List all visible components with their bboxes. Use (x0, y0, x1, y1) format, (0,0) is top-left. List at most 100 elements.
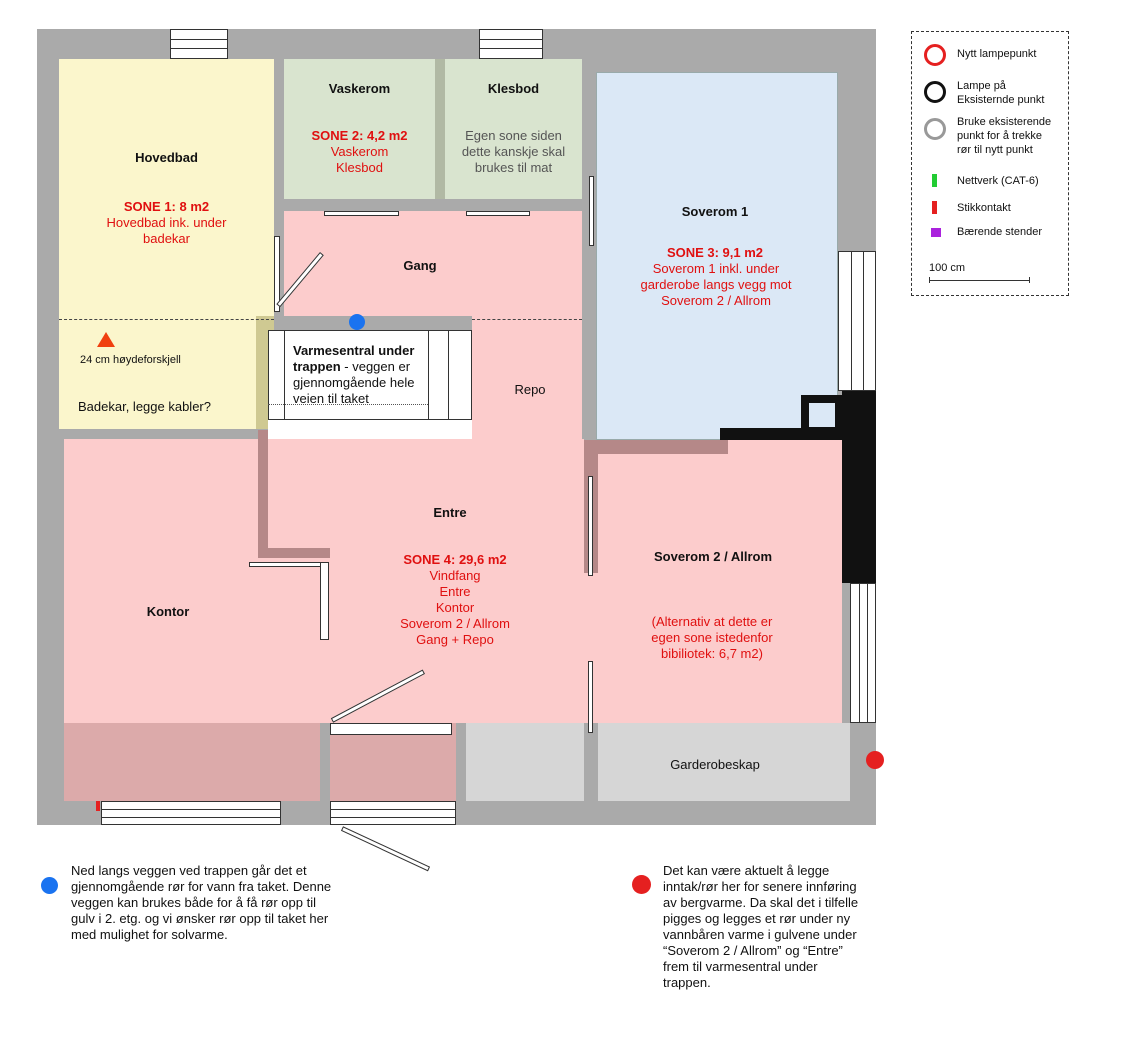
note-red-line: trappen. (663, 975, 711, 990)
door-kontor-side (320, 562, 329, 640)
height-warning-icon (97, 332, 115, 347)
legend-studs-icon (931, 228, 941, 237)
stair-top-wall (274, 316, 472, 330)
klesbod-desc-3: brukes til mat (474, 160, 553, 175)
note-red-line: vannbåren varme i gulvene under (663, 927, 857, 942)
legend-scale-label: 100 cm (929, 262, 966, 274)
zone-1-label: SONE 1: 8 m2 (123, 199, 210, 214)
room-gang (284, 211, 582, 316)
window-right-top (838, 251, 876, 391)
legend-outlet: Stikkontakt (957, 202, 1011, 214)
soverom-2-alt-3: bibiliotek: 6,7 m2) (661, 646, 763, 661)
zone-3-desc-3: Soverom 2 / Allrom (661, 293, 771, 308)
door-kontor-top (249, 562, 323, 567)
label-kontor: Kontor (146, 604, 190, 619)
zone-4-desc-3: Kontor (435, 600, 475, 615)
zone-4-desc-1: Vindfang (429, 568, 481, 583)
note-red-line: inntak/rør her for senere innføring (663, 879, 857, 894)
legend-reuse-2: punkt for å trekke (957, 130, 1042, 142)
legend-scale-bar (929, 280, 1029, 281)
dashed-line (59, 319, 274, 320)
room-kontor-bottom (64, 723, 320, 801)
klesbod-desc-1: Egen sone siden (465, 128, 562, 143)
note-blue: Ned langs veggen ved trappen går det et … (71, 863, 371, 943)
room-hovedbad (59, 59, 274, 429)
note-red-line: frem til varmesentral under (663, 959, 818, 974)
label-garderobe: Garderobeskap (670, 757, 760, 772)
varmesentral-bold-1: Varmesentral under (293, 343, 415, 358)
note-blue-line: veggen kan brukes både for å få rør opp … (71, 895, 316, 910)
legend-network-icon (932, 174, 937, 187)
door-soverom2-lower (588, 661, 593, 733)
note-blue-line: gjennomgående rør for vann fra taket. De… (71, 879, 332, 894)
legend-scale-tick-r (1029, 277, 1030, 283)
varmesentral-bold-2: trappen (293, 359, 341, 374)
window-right-bottom (850, 583, 876, 723)
label-entre: Entre (433, 505, 467, 520)
note-blue-line: gulv i 2. etg. og vi ønsker rør opp til … (71, 911, 329, 926)
room-klesbod (445, 59, 582, 199)
note-blue-line: med mulighet for solvarme. (71, 927, 228, 942)
red-intake-dot (866, 751, 884, 769)
window-top-mid (479, 29, 543, 59)
klesbod-desc-2: dette kanskje skal (461, 144, 566, 159)
varmesentral-rest-1: - veggen er (340, 359, 411, 374)
door-hovedbad (274, 236, 280, 312)
stair-landing (268, 420, 472, 439)
wall-black-right (842, 391, 876, 583)
zone-4-desc-5: Gang + Repo (416, 632, 494, 647)
label-hovedbad: Hovedbad (135, 150, 198, 165)
floor-plan (37, 29, 884, 872)
soverom-2-alt-2: egen sone istedenfor (651, 630, 773, 645)
room-soverom-2 (584, 440, 842, 723)
door-soverom1 (589, 176, 594, 246)
label-klesbod: Klesbod (487, 81, 540, 96)
blue-pipe-dot (349, 314, 365, 330)
zone-3-desc-1: Soverom 1 inkl. under (652, 261, 780, 276)
zone-2-desc-2: Klesbod (336, 160, 383, 175)
legend (911, 31, 1069, 296)
window-top-left (170, 29, 228, 59)
door-vaskerom (324, 211, 399, 216)
wall-soverom1-bottom (598, 440, 728, 454)
legend-existing-lamp-2: Eksisternde punkt (957, 94, 1045, 106)
legend-reuse-icon (924, 118, 946, 140)
label-badekar: Badekar, legge kabler? (78, 399, 211, 414)
zone-1-desc-2: badekar (143, 231, 190, 246)
legend-existing-lamp-icon (924, 81, 946, 103)
zone-4-desc-2: Entre (439, 584, 471, 599)
legend-existing-lamp-1: Lampe på (957, 80, 1006, 92)
legend-new-lamp-icon (924, 44, 946, 66)
room-bottom-mid (466, 723, 584, 801)
door-soverom2-upper (588, 476, 593, 576)
note-blue-dot (41, 877, 58, 894)
wall-entre-kontor (258, 548, 330, 558)
room-vindfang (330, 723, 456, 801)
room-vaskerom (284, 59, 435, 199)
dashed-line-2 (472, 319, 582, 320)
legend-reuse-1: Bruke eksisterende (957, 116, 1052, 128)
wall-kontor-bottom-left (322, 558, 330, 723)
legend-studs: Bærende stender (957, 226, 1042, 238)
label-soverom-1: Soverom 1 (681, 204, 749, 219)
legend-scale-tick-l (929, 277, 930, 283)
label-varmesentral: Varmesentral under trappen - veggen er g… (293, 343, 463, 407)
legend-outlet-icon (932, 201, 937, 214)
label-height-diff: 24 cm høydeforskjell (80, 354, 181, 366)
door-entre (330, 723, 452, 735)
zone-2-desc-1: Vaskerom (330, 144, 389, 159)
label-soverom-2: Soverom 2 / Allrom (654, 549, 772, 564)
zone-4-label: SONE 4: 29,6 m2 (403, 552, 507, 567)
legend-new-lamp: Nytt lampepunkt (957, 48, 1037, 60)
label-gang: Gang (403, 258, 437, 273)
label-repo: Repo (514, 382, 546, 397)
zone-3-label: SONE 3: 9,1 m2 (666, 245, 764, 260)
varmesentral-line-3: gjennomgående hele (293, 375, 415, 390)
outlet-marker (96, 801, 100, 811)
label-vaskerom: Vaskerom (328, 81, 391, 96)
legend-network: Nettverk (CAT-6) (957, 175, 1039, 187)
black-box (801, 395, 843, 435)
zone-3-desc-2: garderobe langs vegg mot (640, 277, 792, 292)
door-klesbod (466, 211, 530, 216)
window-bottom-left (101, 801, 281, 825)
